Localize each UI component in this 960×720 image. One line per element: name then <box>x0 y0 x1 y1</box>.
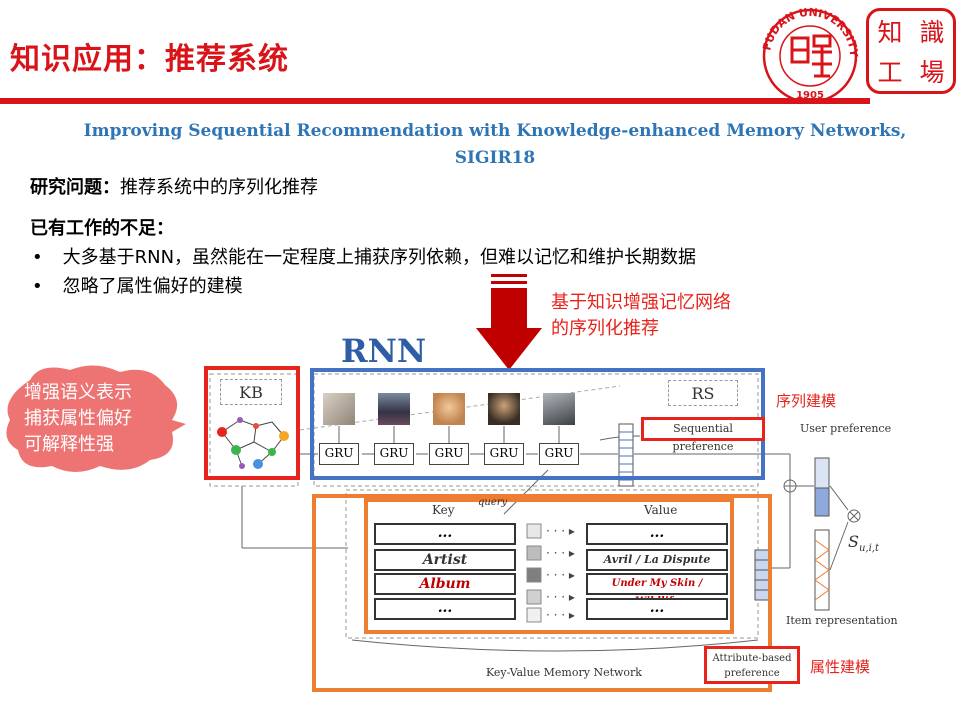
lab-logo-char: 識 <box>919 18 945 47</box>
lab-logo-char: 場 <box>919 58 945 87</box>
rnn-label: RNN <box>341 332 427 370</box>
question-text: 推荐系统中的序列化推荐 <box>120 177 318 198</box>
paper-reference: Improving Sequential Recommendation with… <box>40 118 950 172</box>
gru-cell: GRU <box>374 443 414 465</box>
memory-key: Artist <box>374 549 516 571</box>
score-symbol: Su,i,t <box>848 532 879 554</box>
method-label-line: 的序列化推荐 <box>551 318 659 339</box>
memory-value: Under My Skin / Wildlife <box>586 573 728 607</box>
memory-value: Avril / La Dispute <box>586 549 728 571</box>
svg-text:· · · ▸: · · · ▸ <box>546 608 575 622</box>
kv-memory-highlight-box <box>312 494 772 692</box>
svg-text:· · · ▸: · · · ▸ <box>546 524 575 538</box>
question-label: 研究问题： <box>30 177 120 198</box>
gru-cell: GRU <box>484 443 524 465</box>
kb-label: KB <box>220 379 282 405</box>
speech-bubble-icon <box>6 365 186 472</box>
kv-table-highlight-box <box>364 498 734 634</box>
attribute-preference-line: Attribute-based <box>712 653 792 664</box>
memory-key: ... <box>374 523 516 545</box>
lab-logo-char: 知 <box>877 18 903 47</box>
query-label: query <box>478 497 508 508</box>
knowledge-graph-icon <box>217 417 289 469</box>
album-thumbnail <box>323 393 355 425</box>
paper-title: Improving Sequential Recommendation with… <box>83 121 907 141</box>
value-header: Value <box>644 503 678 517</box>
method-label-line: 基于知识增强记忆网络 <box>551 292 731 313</box>
shortcoming-heading: 已有工作的不足： <box>30 218 174 239</box>
score-subscript: u,i,t <box>858 543 879 555</box>
score-letter: S <box>848 532 859 551</box>
bullet-item: • 忽略了属性偏好的建模 <box>32 272 243 298</box>
user-preference-label: User preference <box>800 422 892 435</box>
item-vector-icon <box>814 529 830 611</box>
bubble-line: 可解释性强 <box>24 434 114 455</box>
gru-cell: GRU <box>429 443 469 465</box>
album-thumbnail <box>378 393 410 425</box>
lab-logo-char: 工 <box>877 58 903 87</box>
bullet-dot-icon: • <box>32 247 43 268</box>
down-arrow-icon <box>476 274 542 370</box>
attribute-preference-label: Attribute-based preference <box>704 646 800 684</box>
bubble-text: 增强语义表示 捕获属性偏好 可解释性强 <box>24 380 132 458</box>
item-representation-label: Item representation <box>786 614 898 627</box>
memory-value: ... <box>586 523 728 545</box>
attribute-modeling-label: 属性建模 <box>810 658 871 676</box>
svg-text:· · · ▸: · · · ▸ <box>546 568 575 582</box>
seal-glyph-icon <box>790 34 832 78</box>
key-header: Key <box>432 503 455 517</box>
kb-highlight-box <box>204 366 300 480</box>
attention-weights-icon <box>526 523 542 623</box>
album-thumbnail <box>488 393 520 425</box>
sequential-preference-label: Sequential preference <box>641 417 765 453</box>
svg-text:· · · ▸: · · · ▸ <box>546 590 575 604</box>
university-seal-logo: FUDAN UNIVERSITY 1905 <box>760 6 860 104</box>
bullet-item: • 大多基于RNN，虽然能在一定程度上捕获序列依赖，但难以记忆和维护长期数据 <box>32 243 696 269</box>
sequence-vector-icon <box>618 423 634 487</box>
user-vector-icon <box>814 457 830 517</box>
title-divider <box>0 98 870 104</box>
rs-label: RS <box>668 380 738 406</box>
bullet-text: 忽略了属性偏好的建模 <box>62 276 243 297</box>
album-thumbnail <box>543 393 575 425</box>
sequence-modeling-label: 序列建模 <box>776 392 837 410</box>
paper-venue: SIGIR18 <box>454 148 536 168</box>
album-thumbnail <box>433 393 465 425</box>
method-label: 基于知识增强记忆网络 的序列化推荐 <box>551 290 731 342</box>
bullet-dot-icon: • <box>32 276 43 297</box>
slide-title: 知识应用：推荐系统 <box>10 42 289 77</box>
memory-key: Album <box>374 573 516 595</box>
memory-value: ... <box>586 598 728 620</box>
kv-network-label: Key-Value Memory Network <box>486 666 642 679</box>
bubble-line: 捕获属性偏好 <box>24 408 132 429</box>
memory-key: ... <box>374 598 516 620</box>
seal-year: 1905 <box>796 90 824 101</box>
attribute-preference-line: preference <box>724 668 780 679</box>
bullet-text: 大多基于RNN，虽然能在一定程度上捕获序列依赖，但难以记忆和维护长期数据 <box>62 247 697 268</box>
svg-text:· · · ▸: · · · ▸ <box>546 546 575 560</box>
gru-cell: GRU <box>319 443 359 465</box>
gru-cell: GRU <box>539 443 579 465</box>
bubble-line: 增强语义表示 <box>24 382 132 403</box>
lab-logo: 知 識 工 場 <box>866 8 956 94</box>
research-question: 研究问题：推荐系统中的序列化推荐 <box>30 173 318 199</box>
